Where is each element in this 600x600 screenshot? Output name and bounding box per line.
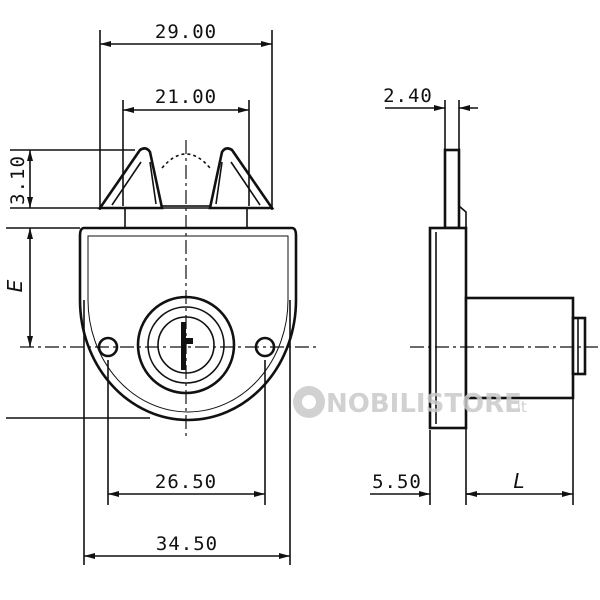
dim-label-29: 29.00 bbox=[155, 21, 217, 43]
side-cam-stub bbox=[571, 316, 587, 376]
dim-label-l: L bbox=[513, 469, 524, 493]
keyway bbox=[181, 322, 193, 370]
side-dimensions: 2.40 5.50 L bbox=[370, 85, 574, 505]
dim-label-3-10: 3.10 bbox=[7, 155, 29, 205]
side-cylinder-body bbox=[464, 296, 575, 400]
lock-body-outline bbox=[78, 226, 298, 422]
watermark-brand: NOBILISTORE bbox=[326, 389, 522, 419]
watermark-suffix: .it bbox=[512, 398, 527, 416]
side-view bbox=[410, 148, 598, 430]
dim-label-26-50: 26.50 bbox=[155, 471, 217, 493]
side-bolt-tongue bbox=[443, 148, 461, 230]
dim-label-5-50: 5.50 bbox=[372, 471, 422, 493]
dim-label-21: 21.00 bbox=[155, 86, 217, 108]
front-view bbox=[20, 140, 320, 440]
dim-label-34-50: 34.50 bbox=[156, 533, 218, 555]
watermark-logo: NOBILISTORE .it bbox=[293, 386, 527, 419]
bolt-claw-right-inner bbox=[215, 161, 261, 206]
dim-label-e: E bbox=[3, 279, 27, 292]
bolt-claw-left-inner bbox=[111, 161, 157, 206]
dim-label-2-40: 2.40 bbox=[383, 85, 433, 107]
bolt-center-notch bbox=[161, 153, 211, 169]
front-dimensions: 29.00 21.00 3.10 E 26.50 34.50 bbox=[3, 21, 291, 565]
lock-body-inner-edge bbox=[87, 235, 289, 413]
